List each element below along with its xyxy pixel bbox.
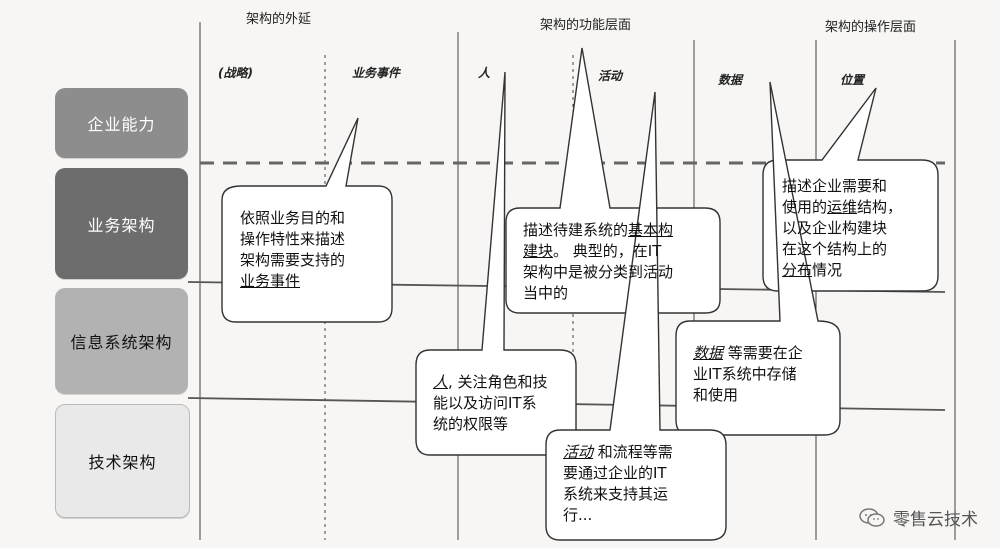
wechat-icon — [859, 507, 885, 527]
bubble-business-event-shape — [221, 117, 393, 323]
watermark-text: 零售云技术 — [893, 510, 978, 530]
row-enterprise-capability-label: 企业能力 — [87, 115, 156, 134]
header-functional: 架构的功能层面 — [540, 18, 632, 33]
callout-data: 数据 等需要在企 业IT系统中存储 和使用 — [693, 344, 803, 404]
watermark: 零售云技术 — [859, 505, 978, 530]
row-enterprise-capability: 企业能力 — [55, 88, 188, 158]
bubble-location-shape — [762, 87, 939, 292]
row-technology-architecture-label: 技术架构 — [88, 453, 157, 472]
bubble-data-shape — [675, 81, 841, 436]
column-people: 人 — [478, 66, 491, 80]
column-activity: 活动 — [598, 69, 623, 83]
column-data: 数据 — [718, 73, 743, 87]
row-information-system-architecture: 信息系统架构 — [55, 288, 188, 394]
row-business-architecture-label: 业务架构 — [87, 215, 156, 235]
bubble-building-block-shape — [505, 47, 721, 314]
header-extension: 架构的外延 — [246, 12, 312, 27]
callout-building-block: 描述待建系统的基本构 建块。 典型的，在IT 架构中是被分类到活动 当中的 — [523, 221, 674, 302]
bubble-activity-shape — [545, 91, 727, 541]
callout-business-event: 依照业务目的和 操作特性来描述 架构需要支持的 业务事件 — [240, 209, 346, 290]
callout-activity: 活动 和流程等需 要通过企业的IT 系统来支持其运 行... — [563, 443, 673, 524]
callout-location: 描述企业需要和 使用的运维结构， 以及企业构建块 在这个结构上的 分布情况 — [782, 177, 903, 279]
row-information-system-architecture-label: 信息系统架构 — [70, 333, 173, 352]
row-business-architecture: 业务架构 — [55, 168, 188, 279]
row-technology-architecture: 技术架构 — [55, 404, 190, 518]
callout-people: 人, 关注角色和技 能以及访问IT系 统的权限等 — [433, 373, 548, 433]
header-operational: 架构的操作层面 — [825, 20, 917, 35]
column-position: 位置 — [840, 73, 865, 87]
column-business-event: 业务事件 — [352, 66, 401, 80]
column-strategy: (战略) — [218, 66, 253, 80]
